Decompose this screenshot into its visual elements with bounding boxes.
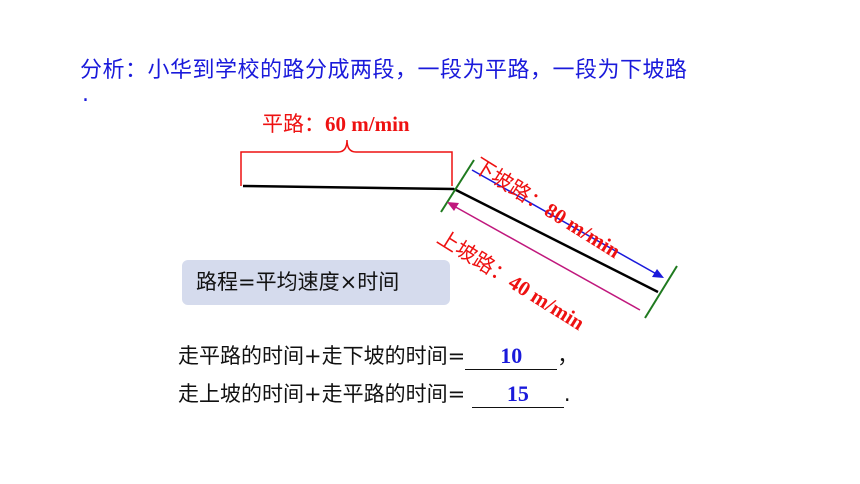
analysis-dot: . bbox=[82, 82, 89, 107]
equation-2-answer: 15 bbox=[471, 381, 564, 408]
flat-road-label: 平路：60 m/min bbox=[262, 108, 410, 138]
formula-box bbox=[182, 260, 450, 305]
slope-end-tick bbox=[644, 265, 678, 319]
uphill-arrow bbox=[451, 204, 641, 311]
flat-road-label-cn: 平路： bbox=[262, 112, 325, 136]
flat-road-brace bbox=[240, 139, 453, 186]
equation-2-end: . bbox=[563, 382, 571, 406]
equation-flat-down: 走平路的时间+走下坡的时间=10， bbox=[178, 340, 578, 370]
equation-1-end: ， bbox=[557, 344, 579, 368]
equation-1-left: 走平路的时间+走下坡的时间= bbox=[178, 344, 466, 368]
slope-road-line bbox=[453, 187, 659, 294]
downhill-arrow bbox=[471, 169, 661, 277]
slope-start-tick bbox=[440, 159, 475, 213]
uphill-arrowhead bbox=[447, 202, 459, 211]
equation-2-left: 走上坡的时间+走平路的时间= bbox=[178, 382, 472, 406]
formula-text: 路程=平均速度×时间 bbox=[196, 270, 400, 294]
analysis-text: 分析：小华到学校的路分成两段，一段为平路，一段为下坡路 bbox=[80, 58, 688, 83]
downhill-arrowhead bbox=[652, 269, 664, 278]
flat-road-line bbox=[242, 184, 455, 191]
flat-road-speed: 60 m/min bbox=[325, 112, 410, 136]
equation-1-answer: 10 bbox=[465, 343, 558, 370]
equation-up-flat: 走上坡的时间+走平路的时间= 15. bbox=[178, 378, 571, 408]
